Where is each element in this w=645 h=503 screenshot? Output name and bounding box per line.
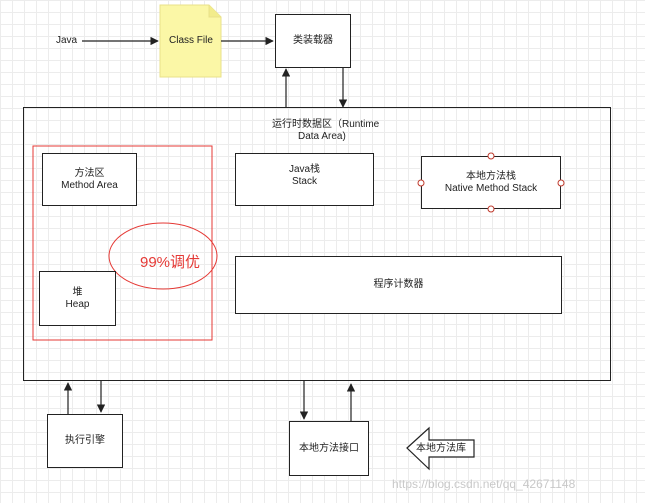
heap-label-cn: 堆 [72,286,83,298]
program-counter-label: 程序计数器 [373,279,424,290]
java-label: Java [56,35,78,46]
execution-engine-label: 执行引擎 [65,435,105,446]
runtime-area-title-line2: Data Area) [298,131,346,142]
tuning-highlight-frame [32,145,213,341]
resize-handle-top[interactable] [487,152,495,160]
tuning-ellipse [108,222,218,290]
native-method-stack-label-cn: 本地方法栈 [466,170,516,182]
runtime-area-title-line1: 运行时数据区（Runtime [272,119,380,130]
class-loader-box: 类装载器 [275,14,351,68]
method-area-label-en: Method Area [61,179,118,191]
class-file-note [159,4,222,78]
class-file-label: Class File [169,35,213,46]
resize-handle-bottom[interactable] [487,205,495,213]
method-area-label-cn: 方法区 [74,167,105,179]
java-stack-label-en: Stack [291,176,317,187]
execution-engine-box: 执行引擎 [47,414,123,468]
java-stack-box: Java栈 Stack [235,153,374,206]
method-area-box: 方法区 Method Area [42,153,137,206]
program-counter-box: 程序计数器 [235,256,562,314]
native-library-label: 本地方法库 [416,443,466,454]
runtime-data-area [23,107,611,381]
resize-handle-right[interactable] [557,179,565,187]
heap-label-en: Heap [65,298,90,310]
class-loader-label: 类装载器 [293,35,333,46]
native-interface-box: 本地方法接口 [289,421,369,476]
native-library-arrow-shape [406,426,475,471]
watermark-text: https://blog.csdn.net/qq_42671148 [392,477,576,491]
java-stack-label-cn: Java栈 [288,164,321,175]
tuning-label: 99%调优 [140,254,201,271]
native-method-stack-label-en: Native Method Stack [444,182,538,194]
resize-handle-left[interactable] [417,179,425,187]
native-interface-label: 本地方法接口 [299,442,359,454]
heap-box: 堆 Heap [39,271,116,326]
